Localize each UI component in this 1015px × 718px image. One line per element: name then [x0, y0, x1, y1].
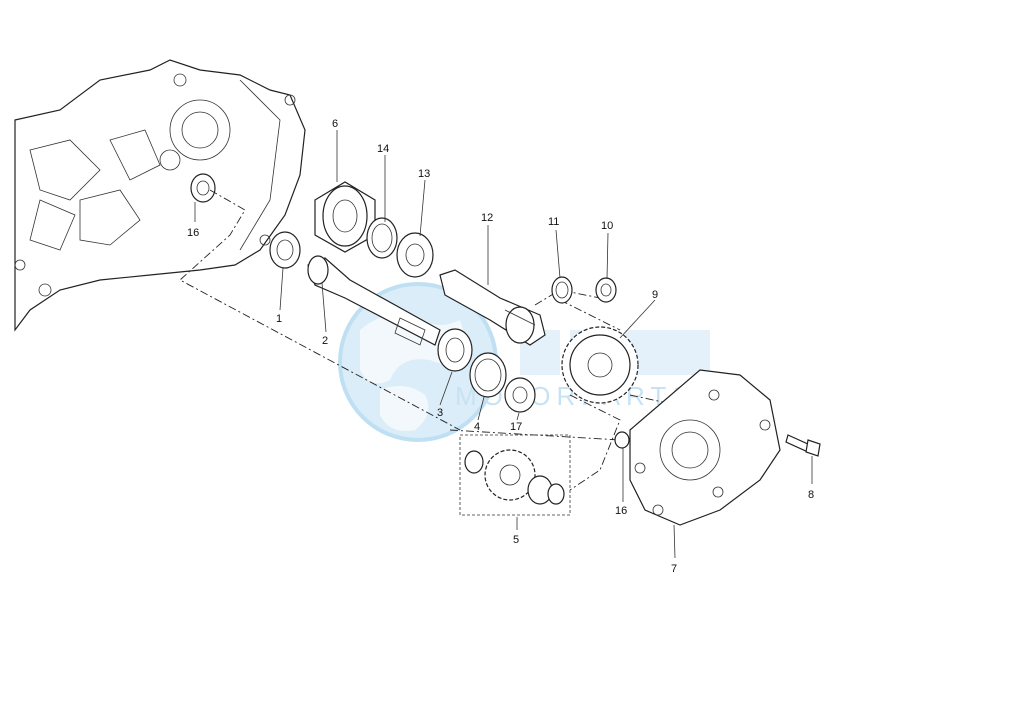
callout-10: 10	[601, 220, 613, 232]
callout-1: 1	[276, 313, 282, 325]
part-17-bearing	[504, 377, 536, 413]
part-3-ring	[437, 328, 473, 372]
part-11-circlip	[551, 276, 573, 304]
callout-14: 14	[377, 143, 389, 155]
part-1-bearing	[269, 231, 301, 269]
leader-lines	[194, 130, 813, 559]
callout-16-right: 16	[615, 505, 627, 517]
callout-8: 8	[808, 489, 814, 501]
callout-17: 17	[510, 421, 522, 433]
callout-13: 13	[418, 168, 430, 180]
part-13-bearing	[396, 232, 434, 278]
part-8-bolt	[785, 434, 821, 457]
callout-7: 7	[671, 563, 677, 575]
callout-2: 2	[322, 335, 328, 347]
callout-4: 4	[474, 421, 480, 433]
part-2-shaft	[307, 255, 441, 346]
part-5-gear-assembly	[459, 434, 571, 516]
part-4-circlip	[469, 352, 507, 398]
engine-crankcase	[14, 59, 306, 332]
callout-labels: 6 14 13 12 11 10 9 16 1 2 3 4 17 5 16 7 …	[187, 118, 814, 575]
part-12-shaft	[439, 269, 546, 346]
callout-3: 3	[437, 407, 443, 419]
part-9-gear	[561, 326, 639, 404]
callout-12: 12	[481, 212, 493, 224]
callout-11: 11	[548, 216, 559, 228]
part-6-bearing	[314, 181, 376, 253]
callout-9: 9	[652, 289, 658, 301]
part-7-cover	[629, 369, 781, 526]
callout-16-left: 16	[187, 227, 199, 239]
callout-6: 6	[332, 118, 338, 130]
part-16-dowel	[614, 431, 630, 449]
part-10-washer	[595, 277, 617, 303]
bearing-16-left	[190, 173, 216, 203]
part-14-circlip	[366, 217, 398, 259]
callout-5: 5	[513, 534, 519, 546]
